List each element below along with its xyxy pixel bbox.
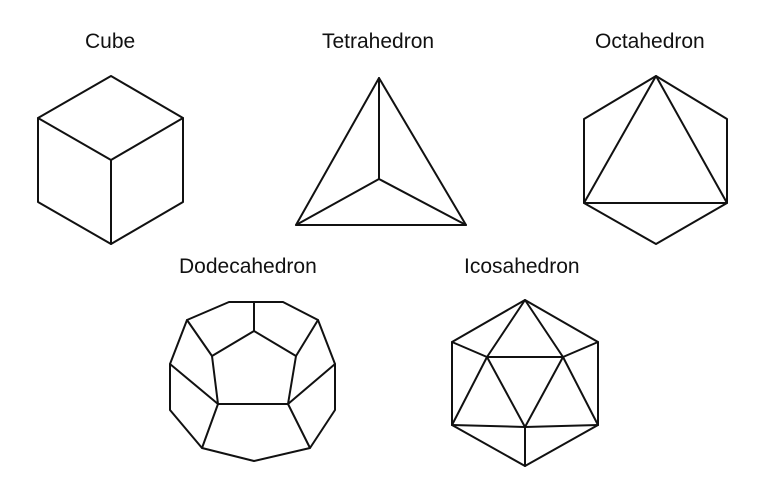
- icosahedron-figure: [451, 299, 599, 467]
- dodecahedron-edge-bottom-left: [201, 403, 219, 449]
- icosahedron-label: Icosahedron: [464, 255, 580, 278]
- dodecahedron-edge-lower-right: [287, 363, 336, 405]
- icosahedron-edge-5: [451, 424, 526, 428]
- octahedron-label: Octahedron: [595, 30, 705, 53]
- cube-label: Cube: [85, 30, 136, 53]
- octahedron-outline: [583, 75, 728, 245]
- octahedron-figure: [583, 75, 728, 245]
- dodecahedron-edge-bottom-right: [287, 403, 311, 449]
- tetrahedron-label: Tetrahedron: [322, 30, 435, 53]
- icosahedron-edge-1: [451, 341, 488, 358]
- icosahedron-top-face: [486, 299, 564, 358]
- dodecahedron-label: Dodecahedron: [179, 255, 317, 278]
- tetrahedron-edge-left: [295, 178, 380, 226]
- icosahedron-front-face: [486, 356, 564, 428]
- cube-figure: [37, 75, 184, 245]
- dodecahedron-edge-upper-right: [295, 319, 319, 357]
- icosahedron-edge-3: [451, 356, 488, 426]
- icosahedron-edge-4: [562, 356, 599, 426]
- dodecahedron-edge-upper-left: [186, 319, 213, 357]
- cube-top-edges: [37, 117, 184, 161]
- dodecahedron-outline: [169, 301, 336, 462]
- cube-outline: [37, 75, 184, 245]
- dodecahedron-edge-lower-left: [169, 363, 219, 405]
- octahedron-front-face: [583, 75, 728, 204]
- tetrahedron-figure: [295, 77, 467, 226]
- dodecahedron-front-face: [211, 330, 297, 405]
- tetrahedron-edge-right: [378, 178, 467, 226]
- tetrahedron-outline: [295, 77, 467, 226]
- dodecahedron-figure: [169, 301, 336, 462]
- icosahedron-edge-6: [524, 424, 599, 428]
- icosahedron-edge-2: [562, 341, 599, 358]
